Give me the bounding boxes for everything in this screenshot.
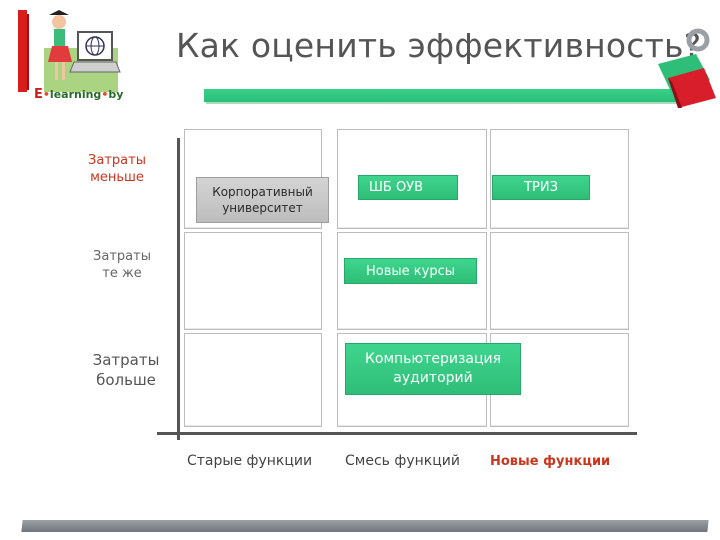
ring-icon xyxy=(686,28,710,52)
column-label-new-functions: Новые функции xyxy=(490,454,611,469)
book-decoration-icon xyxy=(658,28,716,108)
box-new-courses: Новые курсы xyxy=(344,258,477,284)
logo-figure-head xyxy=(52,15,66,29)
grid-cell-new-mid xyxy=(490,232,629,330)
red-book-cover xyxy=(668,68,716,108)
title-underline-bar xyxy=(204,89,692,102)
grid-cell-old-mid xyxy=(184,232,322,330)
footer-bar xyxy=(21,520,709,532)
column-label-old-functions: Старые функции xyxy=(187,453,313,469)
page-title: Как оценить эффективность? xyxy=(176,26,702,65)
logo-red-bar xyxy=(18,10,27,92)
title-underline-shadow xyxy=(206,101,692,104)
column-label-mixed-functions: Смесь функций xyxy=(345,453,460,469)
grid-cell-old-bottom xyxy=(184,333,322,427)
y-axis xyxy=(177,138,180,440)
elearning-logo xyxy=(18,10,121,92)
logo-keyboard xyxy=(69,61,121,73)
logo-wordmark: E•learning•by xyxy=(34,87,124,102)
x-axis xyxy=(157,432,637,435)
box-triz: ТРИЗ xyxy=(492,175,590,200)
box-shb-ouv: ШБ ОУВ xyxy=(358,175,458,200)
